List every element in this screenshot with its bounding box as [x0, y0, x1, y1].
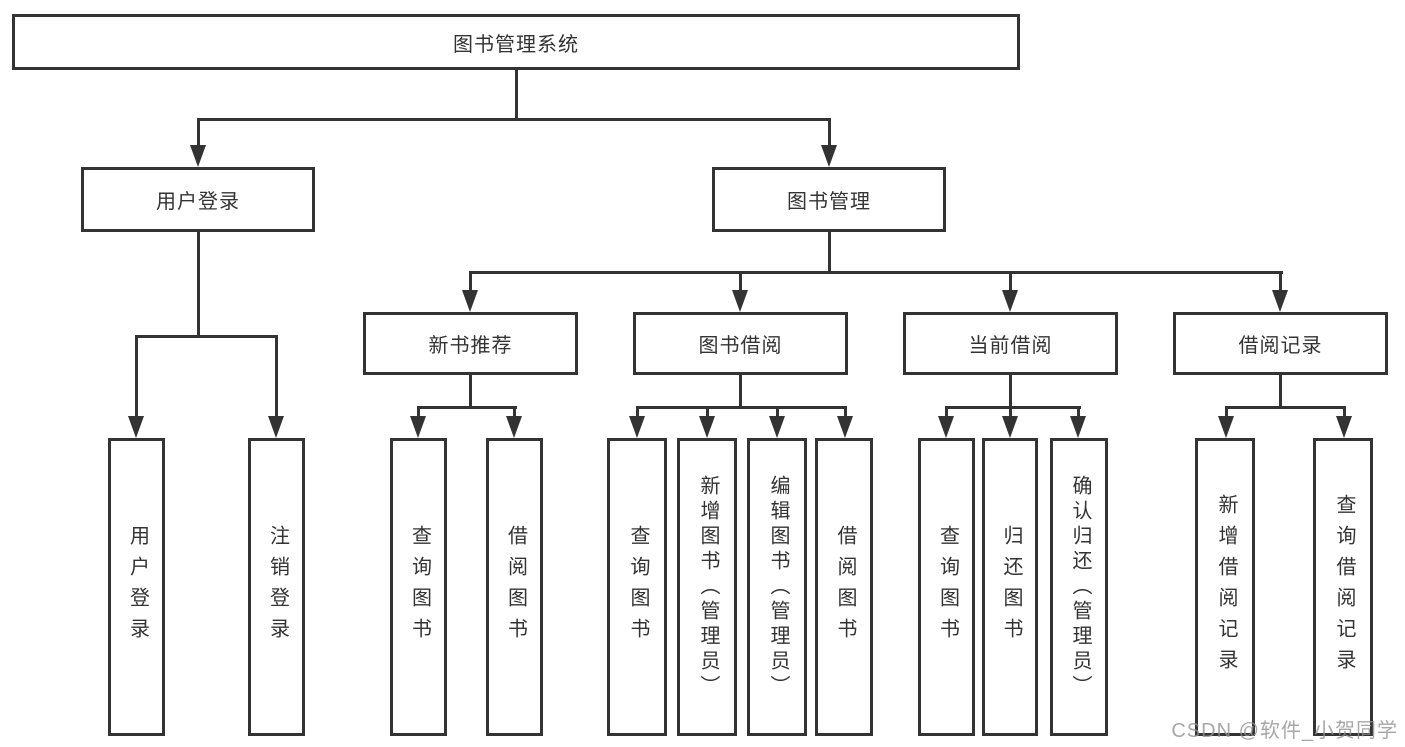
connector-line	[636, 406, 847, 409]
leaf-query-books-recommend: 查询图书	[390, 438, 447, 736]
arrow-down-icon	[938, 416, 954, 438]
leaf-return-books: 归还图书	[982, 438, 1038, 736]
node-label: 用户登录	[156, 191, 240, 213]
node-new-book-recommend: 新书推荐	[363, 312, 578, 375]
connector-line	[1225, 406, 1228, 417]
node-label: 新增借阅记录	[1215, 494, 1237, 680]
leaf-query-borrow-record: 查询借阅记录	[1313, 438, 1373, 736]
node-label: 图书管理	[787, 191, 871, 213]
arrow-down-icon	[1002, 416, 1018, 438]
connector-line	[417, 406, 517, 409]
connector-line	[945, 406, 1081, 409]
connector-line	[844, 406, 847, 417]
node-label: 查询借阅记录	[1333, 494, 1355, 680]
connector-line	[417, 406, 420, 417]
node-label: 确认归还（管理员）	[1069, 474, 1091, 700]
watermark: CSDN @软件_小贺同学	[1171, 720, 1398, 742]
connector-line	[636, 406, 639, 417]
connector-line	[1279, 271, 1282, 291]
node-current-borrowing: 当前借阅	[903, 312, 1118, 375]
connector-line	[1279, 375, 1282, 408]
node-label: 归还图书	[1000, 525, 1022, 649]
arrow-down-icon	[732, 290, 748, 312]
node-label: 编辑图书（管理员）	[767, 474, 789, 700]
connector-line	[197, 118, 831, 121]
connector-line	[945, 406, 948, 417]
connector-line	[1077, 406, 1080, 417]
node-user-login: 用户登录	[81, 167, 315, 232]
leaf-user-login: 用户登录	[108, 438, 165, 736]
arrow-down-icon	[1272, 290, 1288, 312]
connector-line	[513, 406, 516, 417]
node-label: 查询图书	[936, 525, 959, 649]
arrow-down-icon	[1070, 416, 1086, 438]
connector-line	[469, 271, 1283, 274]
node-borrow-records: 借阅记录	[1173, 312, 1388, 375]
arrow-down-icon	[462, 290, 478, 312]
leaf-borrow-books-borrowing: 借阅图书	[815, 438, 873, 736]
node-label: 查询图书	[627, 525, 649, 649]
connector-line	[776, 406, 779, 417]
connector-line	[135, 335, 278, 338]
connector-line	[1009, 406, 1012, 417]
connector-line	[828, 232, 831, 274]
arrow-down-icon	[1336, 416, 1352, 438]
connector-line	[739, 271, 742, 291]
node-library-system: 图书管理系统	[12, 14, 1020, 70]
arrow-down-icon	[190, 145, 206, 167]
node-book-management: 图书管理	[712, 167, 946, 232]
leaf-add-borrow-record: 新增借阅记录	[1195, 438, 1255, 736]
arrow-down-icon	[629, 416, 645, 438]
node-label: 图书管理系统	[453, 33, 579, 56]
node-book-borrowing: 图书借阅	[633, 312, 848, 375]
node-label: 借阅记录	[1238, 335, 1323, 357]
arrow-down-icon	[699, 416, 715, 438]
leaf-borrow-books-recommend: 借阅图书	[486, 438, 543, 736]
connector-line	[197, 118, 200, 150]
connector-line	[469, 271, 472, 291]
arrow-down-icon	[1218, 416, 1234, 438]
leaf-add-books-admin: 新增图书（管理员）	[677, 438, 737, 736]
arrow-down-icon	[769, 416, 785, 438]
connector-line	[739, 375, 742, 408]
node-label: 用户登录	[126, 525, 149, 649]
connector-line	[515, 70, 518, 120]
connector-line	[1343, 406, 1346, 417]
connector-line	[469, 375, 472, 408]
arrow-down-icon	[506, 416, 522, 438]
leaf-edit-books-admin: 编辑图书（管理员）	[747, 438, 807, 736]
arrow-down-icon	[410, 416, 426, 438]
connector-line	[275, 335, 278, 418]
node-label: 当前借阅	[968, 335, 1053, 357]
connector-line	[1009, 375, 1012, 408]
arrow-down-icon	[1002, 290, 1018, 312]
connector-line	[706, 406, 709, 417]
leaf-logout: 注销登录	[248, 438, 305, 736]
node-label: 注销登录	[266, 525, 289, 649]
arrow-down-icon	[837, 416, 853, 438]
connector-line	[197, 232, 200, 337]
leaf-confirm-return-admin: 确认归还（管理员）	[1050, 438, 1108, 736]
arrow-down-icon	[128, 416, 144, 438]
connector-line	[1225, 406, 1345, 409]
connector-line	[135, 335, 138, 418]
leaf-query-books-current: 查询图书	[918, 438, 975, 736]
node-label: 借阅图书	[834, 525, 856, 649]
node-label: 借阅图书	[504, 525, 527, 649]
node-label: 查询图书	[408, 525, 431, 649]
connector-line	[1009, 271, 1012, 291]
arrow-down-icon	[268, 416, 284, 438]
node-label: 新增图书（管理员）	[697, 474, 719, 700]
leaf-query-books-borrowing: 查询图书	[607, 438, 667, 736]
node-label: 新书推荐	[428, 335, 513, 357]
connector-line	[828, 118, 831, 150]
node-label: 图书借阅	[698, 335, 783, 357]
arrow-down-icon	[821, 145, 837, 167]
